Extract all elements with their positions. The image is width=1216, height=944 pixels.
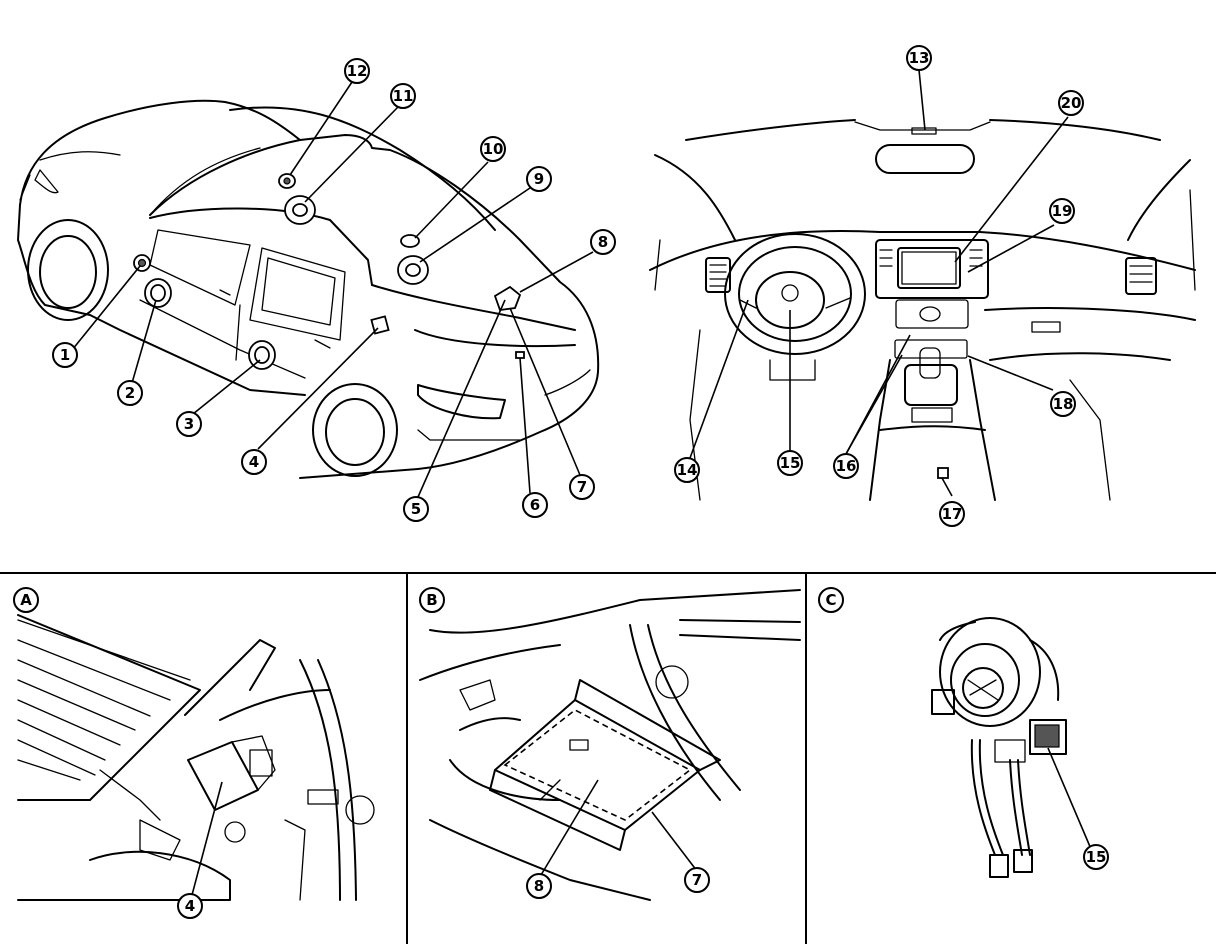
- panel-a-letter: A: [20, 591, 32, 609]
- panel-a-callout-4: 4: [177, 893, 203, 919]
- callout-4-label: 4: [249, 453, 259, 471]
- callout-7: 7: [569, 474, 595, 500]
- callout-17: 17: [939, 501, 965, 527]
- panel-b-callout-8-label: 8: [534, 877, 544, 895]
- panel-b-callout-8: 8: [526, 873, 552, 899]
- rear-speaker-9: [397, 255, 429, 285]
- panel-c-letter: C: [825, 591, 836, 609]
- detail-panel-b: [419, 589, 801, 901]
- callout-12-label: 12: [347, 62, 368, 80]
- antenna-module-5: [493, 285, 522, 311]
- detail-panel-c: [931, 617, 1095, 878]
- callout-7-label: 7: [577, 478, 587, 496]
- callout-13-label: 13: [909, 49, 930, 67]
- rear-tweeter-10: [400, 234, 420, 248]
- callout-14-label: 14: [677, 461, 698, 479]
- callout-15: 15: [777, 450, 803, 476]
- callout-18: 18: [1050, 391, 1076, 417]
- panel-c-callout-15-label: 15: [1086, 848, 1107, 866]
- callout-9-label: 9: [534, 170, 544, 188]
- callout-10: 10: [480, 136, 506, 162]
- panel-c-callout-15: 15: [1083, 844, 1109, 870]
- callout-8-label: 8: [598, 233, 608, 251]
- callout-15-label: 15: [780, 454, 801, 472]
- rear-tweeter-12: [278, 173, 296, 189]
- rear-door-speaker-left: [248, 340, 276, 370]
- panel-c-label: C: [818, 587, 844, 613]
- vehicle-exterior-view: [17, 81, 600, 498]
- panel-b-callout-7-label: 7: [692, 871, 702, 889]
- callout-2-label: 2: [125, 384, 135, 402]
- callout-2: 2: [117, 380, 143, 406]
- callout-16-label: 16: [836, 457, 857, 475]
- sensor-6: [515, 351, 525, 359]
- callout-19: 19: [1049, 198, 1075, 224]
- callout-11: 11: [390, 83, 416, 109]
- panel-a-label: A: [13, 587, 39, 613]
- callout-11-label: 11: [393, 87, 414, 105]
- panel-b-label: B: [419, 587, 445, 613]
- callout-13: 13: [906, 45, 932, 71]
- callout-6-label: 6: [530, 496, 540, 514]
- detail-panel-a: [17, 614, 375, 901]
- front-tweeter-left: [133, 254, 151, 272]
- callout-16: 16: [833, 453, 859, 479]
- callout-14: 14: [674, 457, 700, 483]
- panel-b-callout-7: 7: [684, 867, 710, 893]
- callout-10-label: 10: [483, 140, 504, 158]
- callout-8: 8: [590, 229, 616, 255]
- callout-17-label: 17: [942, 505, 963, 523]
- callout-4: 4: [241, 449, 267, 475]
- callout-19-label: 19: [1052, 202, 1073, 220]
- callout-20-label: 20: [1061, 94, 1082, 112]
- callout-1: 1: [52, 342, 78, 368]
- panel-a-callout-4-label: 4: [185, 897, 195, 915]
- front-door-speaker-left: [144, 278, 172, 308]
- vehicle-interior-view: [649, 69, 1196, 501]
- callout-9: 9: [526, 166, 552, 192]
- rear-speaker-11: [284, 195, 316, 225]
- callout-12: 12: [344, 58, 370, 84]
- callout-1-label: 1: [60, 346, 70, 364]
- callout-3-label: 3: [184, 415, 194, 433]
- callout-5: 5: [403, 496, 429, 522]
- panel-b-letter: B: [426, 591, 437, 609]
- callout-20: 20: [1058, 90, 1084, 116]
- callout-3: 3: [176, 411, 202, 437]
- interior-sensor-17: [937, 467, 949, 479]
- callout-18-label: 18: [1053, 395, 1074, 413]
- callout-6: 6: [522, 492, 548, 518]
- callout-5-label: 5: [411, 500, 421, 518]
